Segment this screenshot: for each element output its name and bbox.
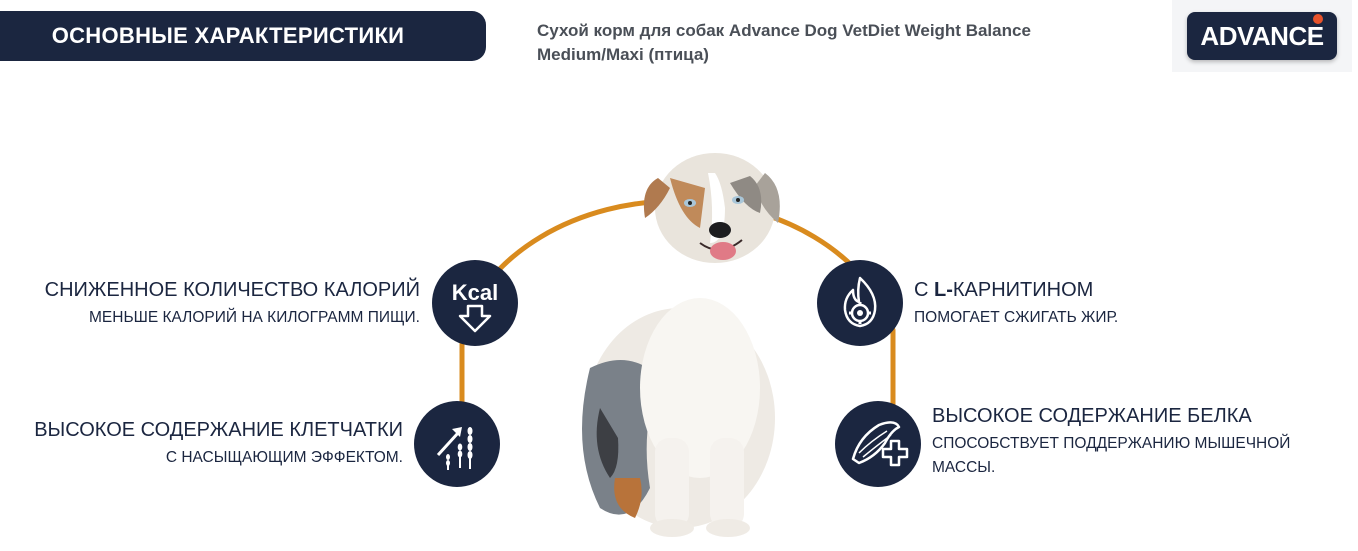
feature-description: МЕНЬШЕ КАЛОРИЙ НА КИЛОГРАММ ПИЩИ. <box>89 309 420 326</box>
product-title-line-1: Сухой корм для собак Advance Dog VetDiet… <box>537 21 1031 40</box>
feature-description: СПОСОБСТВУЕТ ПОДДЕРЖАНИЮ МЫШЕЧНОЙ МАССЫ. <box>932 435 1291 476</box>
feature-title: СНИЖЕННОЕ КОЛИЧЕСТВО КАЛОРИЙ <box>44 279 420 301</box>
product-title: Сухой корм для собак Advance Dog VetDiet… <box>537 19 1097 67</box>
section-header-banner: ОСНОВНЫЕ ХАРАКТЕРИСТИКИ <box>0 11 486 61</box>
feature-l-carnitine: С L-КАРНИТИНОМ ПОМОГАЕТ СЖИГАТЬ ЖИР. <box>914 278 1118 330</box>
feature-description: С НАСЫЩАЮЩИМ ЭФФЕКТОМ. <box>165 449 403 466</box>
kcal-label: Kcal <box>452 280 498 305</box>
feature-low-calories: СНИЖЕННОЕ КОЛИЧЕСТВО КАЛОРИЙ МЕНЬШЕ КАЛО… <box>45 278 420 330</box>
feature-title: С L-КАРНИТИНОМ <box>914 279 1094 301</box>
feature-title: ВЫСОКОЕ СОДЕРЖАНИЕ КЛЕТЧАТКИ <box>34 419 403 441</box>
feature-high-fiber: ВЫСОКОЕ СОДЕРЖАНИЕ КЛЕТЧАТКИ С НАСЫЩАЮЩИ… <box>34 418 403 470</box>
muscle-plus-icon <box>835 401 921 487</box>
product-title-line-2: Medium/Maxi (птица) <box>537 45 709 64</box>
flame-gear-icon <box>817 260 903 346</box>
brand-logo-text: ADVANCE <box>1200 20 1324 51</box>
feature-high-protein: ВЫСОКОЕ СОДЕРЖАНИЕ БЕЛКА СПОСОБСТВУЕТ ПО… <box>932 404 1290 480</box>
wheat-growth-icon <box>414 401 500 487</box>
brand-logo-dot-icon <box>1313 14 1323 24</box>
dog-image <box>582 153 780 537</box>
section-header-title: ОСНОВНЫЕ ХАРАКТЕРИСТИКИ <box>51 23 405 48</box>
brand-logo-badge: ADVANCE <box>1187 12 1337 60</box>
brand-logo: ADVANCE <box>1172 0 1352 72</box>
kcal-down-arrow-icon: Kcal <box>432 260 518 346</box>
feature-description: ПОМОГАЕТ СЖИГАТЬ ЖИР. <box>914 309 1119 326</box>
feature-title: ВЫСОКОЕ СОДЕРЖАНИЕ БЕЛКА <box>932 405 1252 427</box>
